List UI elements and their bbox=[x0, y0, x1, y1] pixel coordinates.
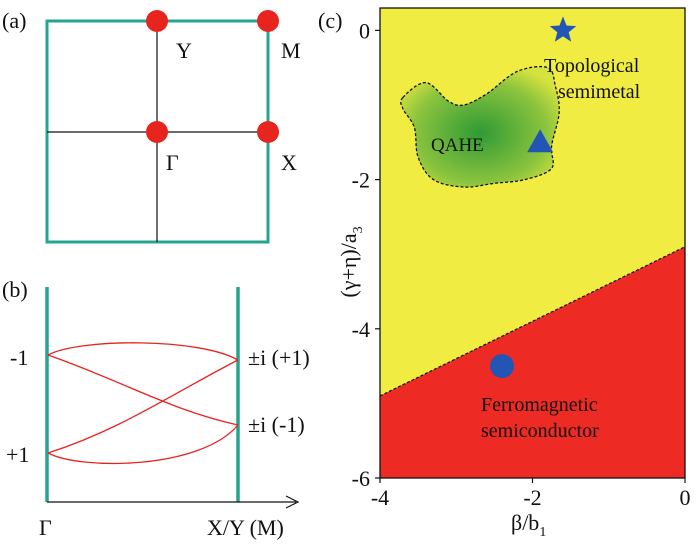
x-tick-label: -2 bbox=[523, 485, 541, 510]
y-axis-label-main: (γ+η)/a bbox=[336, 233, 361, 297]
x-axis-label-main: β/b bbox=[511, 510, 539, 535]
circle-marker bbox=[490, 354, 514, 379]
panel-b: (b) -1 +1 ±i (+1) ±i (-1) Γ X/Y (M) bbox=[2, 277, 310, 540]
x-axis-label-sub: 1 bbox=[539, 525, 546, 540]
panel-a-label: (a) bbox=[2, 8, 26, 33]
topological-label-line2: semimetal bbox=[558, 81, 641, 103]
triangle-marker bbox=[527, 129, 554, 153]
label-pm-i-minus: ±i (-1) bbox=[248, 412, 305, 437]
point-y-marker bbox=[146, 10, 168, 32]
band-curve-upper-loop bbox=[47, 342, 239, 361]
label-pm-i-plus: ±i (+1) bbox=[248, 345, 310, 370]
label-plus-one: +1 bbox=[6, 442, 29, 467]
panel-a: (a) Y M Γ X bbox=[2, 8, 301, 244]
ferromagnetic-label-line1: Ferromagnetic bbox=[481, 394, 598, 416]
point-y-label: Y bbox=[176, 38, 192, 63]
phase-region-red bbox=[380, 246, 685, 478]
phase-boundary-line bbox=[379, 246, 686, 397]
x-tick-label: -4 bbox=[371, 485, 389, 510]
band-curve-lower-loop bbox=[47, 424, 239, 465]
topological-label-line1: Topological bbox=[544, 55, 640, 77]
x-tick-label: 0 bbox=[680, 485, 691, 510]
point-x-label: X bbox=[281, 150, 297, 175]
qahe-region bbox=[400, 65, 560, 188]
band-curve-cross-down bbox=[47, 354, 239, 426]
point-x-marker bbox=[257, 121, 279, 143]
y-axis-label: (γ+η)/a3 bbox=[336, 226, 366, 297]
y-axis-label-sub: 3 bbox=[351, 226, 366, 233]
y-tick-label: -6 bbox=[352, 466, 370, 491]
label-xy-m-axis: X/Y (M) bbox=[207, 515, 284, 540]
band-curve-cross-up bbox=[47, 359, 239, 454]
point-gamma-label: Γ bbox=[166, 150, 179, 175]
y-tick-label: -2 bbox=[352, 168, 370, 193]
k-axis-arrow-icon bbox=[285, 495, 300, 509]
point-m-label: M bbox=[281, 38, 301, 63]
panel-c-label: (c) bbox=[318, 8, 342, 33]
panel-b-label: (b) bbox=[2, 277, 28, 302]
x-axis-label: β/b1 bbox=[511, 510, 546, 540]
point-m-marker bbox=[257, 10, 279, 32]
label-minus-one: -1 bbox=[10, 345, 28, 370]
label-gamma-axis: Γ bbox=[39, 515, 52, 540]
ferromagnetic-label-line2: semiconductor bbox=[481, 420, 599, 442]
y-tick-label: -4 bbox=[352, 317, 370, 342]
qahe-label: QAHE bbox=[431, 135, 484, 156]
y-tick-label: 0 bbox=[359, 18, 370, 43]
star-marker bbox=[549, 16, 577, 42]
point-gamma-marker bbox=[146, 121, 168, 143]
